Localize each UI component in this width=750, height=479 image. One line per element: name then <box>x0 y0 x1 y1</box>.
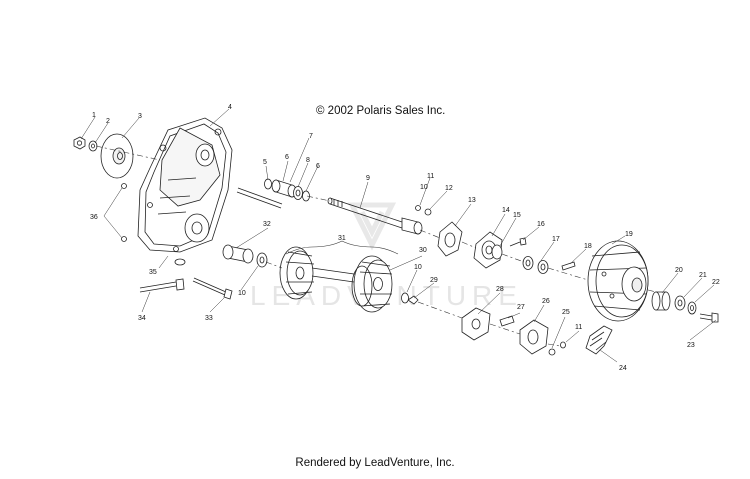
part-29-bolt[interactable] <box>407 295 419 305</box>
callout-10: 10 <box>420 184 428 191</box>
callout-7: 7 <box>309 133 313 140</box>
part-10-washer-right[interactable] <box>401 292 409 304</box>
housing-bolt[interactable] <box>236 187 283 209</box>
callout-33: 33 <box>205 315 213 322</box>
part-20-spacer[interactable] <box>651 291 671 311</box>
part-2-washer[interactable] <box>88 140 98 152</box>
callout-23: 23 <box>687 342 695 349</box>
callout-19: 19 <box>625 231 633 238</box>
copyright-notice: © 2002 Polaris Sales Inc. <box>316 105 446 117</box>
callout-25: 25 <box>562 309 570 316</box>
callout-5: 5 <box>263 159 267 166</box>
callout-12: 12 <box>445 185 453 192</box>
part-11-nut-lower[interactable] <box>560 341 566 349</box>
callout-14: 14 <box>502 207 510 214</box>
callout-20: 20 <box>675 267 683 274</box>
part-26-bearing-cap[interactable] <box>519 319 549 355</box>
part-13-gasket[interactable] <box>437 221 463 257</box>
callout-17: 17 <box>552 236 560 243</box>
callout-11: 11 <box>575 324 582 331</box>
callout-1: 1 <box>92 112 96 119</box>
callout-36: 36 <box>90 214 98 221</box>
part-11-nut-upper[interactable] <box>415 205 421 211</box>
part-9-driveshaft[interactable] <box>327 197 423 235</box>
callout-labels: 1 2 3 4 5 6 6 7 8 9 10 10 10 11 11 12 13… <box>90 104 720 372</box>
callout-13: 13 <box>468 197 476 204</box>
part-35-spacer[interactable] <box>174 258 186 266</box>
part-22-washer[interactable] <box>687 301 697 315</box>
part-3-disc[interactable] <box>100 133 134 179</box>
callout-21: 21 <box>699 272 707 279</box>
callout-8: 8 <box>306 157 310 164</box>
callout-18: 18 <box>584 243 592 250</box>
callout-28: 28 <box>496 286 504 293</box>
part-15-bearing[interactable] <box>491 244 503 260</box>
callout-30: 30 <box>419 247 427 254</box>
callout-29: 29 <box>430 277 438 284</box>
part-10-washer-left[interactable] <box>256 252 268 268</box>
callout-16: 16 <box>537 221 545 228</box>
part-32-bearing[interactable] <box>222 244 254 264</box>
part-21-washer[interactable] <box>674 295 686 311</box>
leader-lines <box>80 108 717 363</box>
part-5-o-ring[interactable] <box>264 178 272 190</box>
rendered-by-footer: Rendered by LeadVenture, Inc. <box>295 457 455 469</box>
part-24-drive-belt[interactable] <box>585 325 613 355</box>
part-31-drive-sprocket-left[interactable] <box>279 246 315 300</box>
callout-26: 26 <box>542 298 550 305</box>
part-8-seal[interactable] <box>293 186 303 200</box>
callout-10: 10 <box>414 264 422 271</box>
part-31-bracket <box>285 240 399 255</box>
callout-32: 32 <box>263 221 271 228</box>
part-33-bolt[interactable] <box>192 277 233 300</box>
callout-3: 3 <box>138 113 142 120</box>
callout-2: 2 <box>106 118 110 125</box>
part-12-washer[interactable] <box>424 208 432 216</box>
callout-31: 31 <box>338 235 346 242</box>
callout-4: 4 <box>228 104 232 111</box>
callout-22: 22 <box>712 279 720 286</box>
callout-10: 10 <box>238 290 246 297</box>
callout-6: 6 <box>316 163 320 170</box>
part-16-bolt[interactable] <box>509 237 527 247</box>
part-25-plug[interactable] <box>548 348 556 356</box>
part-17-washers[interactable] <box>522 256 549 274</box>
part-18-key[interactable] <box>561 261 576 271</box>
callout-34: 34 <box>138 315 146 322</box>
part-7-bearing[interactable] <box>271 179 297 198</box>
callout-6: 6 <box>285 154 289 161</box>
center-lines <box>95 145 657 347</box>
part-6-o-ring[interactable] <box>302 190 310 202</box>
part-28-cover-plate[interactable] <box>461 307 491 341</box>
part-23-bolt[interactable] <box>699 312 719 323</box>
part-4-chaincase-housing[interactable] <box>137 117 233 253</box>
part-1-nut[interactable] <box>73 136 86 150</box>
part-34-bolt[interactable] <box>139 278 185 293</box>
part-19-driven-clutch[interactable] <box>587 240 649 322</box>
callout-11: 11 <box>427 173 434 180</box>
callout-24: 24 <box>619 365 627 372</box>
part-36-bolts[interactable] <box>121 183 127 242</box>
callout-15: 15 <box>513 212 521 219</box>
part-30-drive-sprocket-right[interactable] <box>351 255 393 313</box>
callout-27: 27 <box>517 304 525 311</box>
callout-9: 9 <box>366 175 370 182</box>
callout-35: 35 <box>149 269 157 276</box>
part-27-gasket[interactable] <box>499 315 515 327</box>
